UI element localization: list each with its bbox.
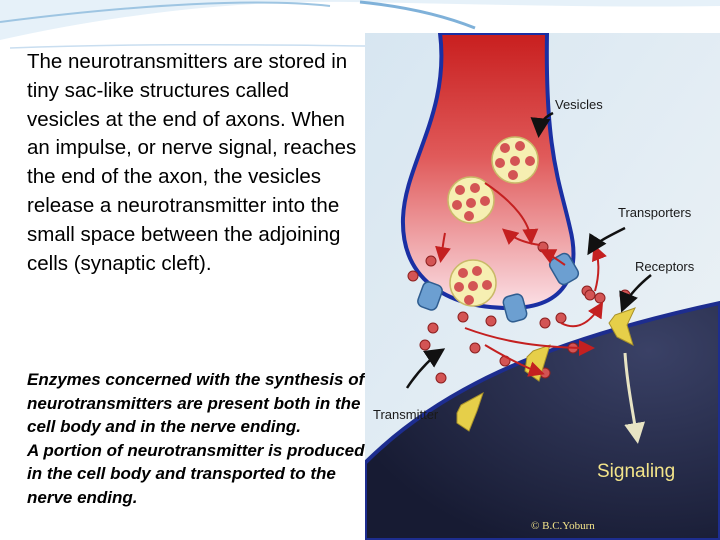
label-vesicles: Vesicles [555, 97, 603, 112]
label-arrows [405, 111, 652, 389]
enzyme-note-line-1: Enzymes concerned with the synthesis of … [27, 370, 365, 437]
receptor [456, 391, 484, 432]
label-transmitter: Transmitter [373, 407, 439, 422]
label-receptors: Receptors [635, 259, 695, 274]
transporter [502, 293, 528, 323]
vesicle [449, 259, 497, 307]
vesicle [491, 136, 539, 184]
label-transporters: Transporters [618, 205, 692, 220]
postsynaptic-cell [365, 300, 720, 540]
vesicle [447, 176, 495, 224]
enzyme-note: Enzymes concerned with the synthesis of … [27, 368, 367, 510]
transporter [417, 281, 443, 311]
main-paragraph: The neurotransmitters are stored in tiny… [27, 50, 357, 275]
synapse-diagram: Vesicles Transporters Receptors Transmit… [365, 33, 720, 540]
signaling-arrow [623, 352, 645, 444]
synapse-figure: Vesicles Transporters Receptors Transmit… [365, 33, 720, 540]
copyright-text: © B.C.Yoburn [531, 520, 595, 532]
flow-arrows [435, 182, 607, 377]
header-swoosh [0, 0, 720, 49]
label-signaling: Signaling [597, 461, 675, 482]
enzyme-note-line-2: A portion of neurotransmitter is produce… [27, 440, 365, 507]
